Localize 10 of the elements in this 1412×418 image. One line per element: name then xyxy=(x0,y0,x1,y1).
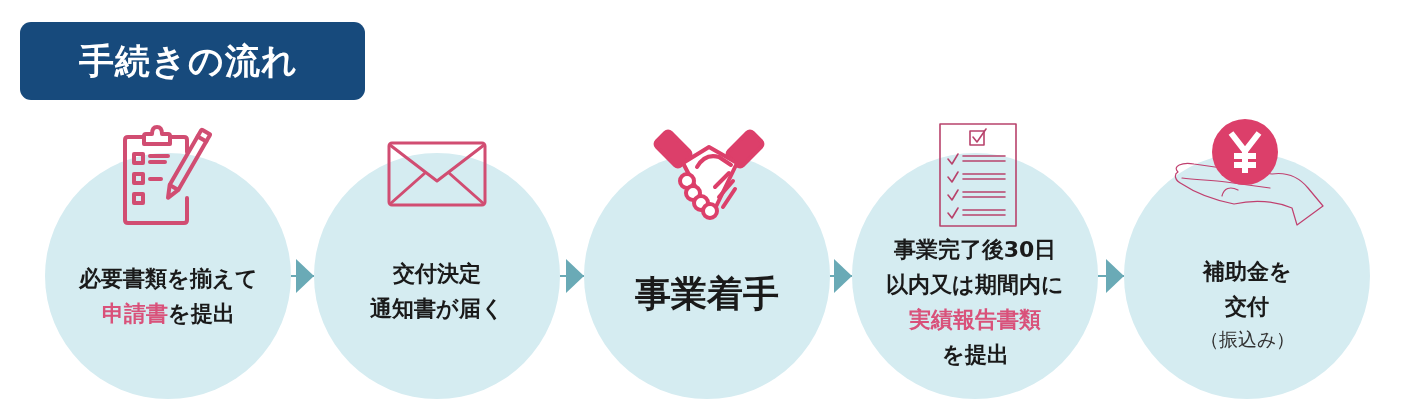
step-text: 事業着手 xyxy=(635,272,779,317)
title-banner: 手続きの流れ xyxy=(20,22,365,100)
arrow xyxy=(290,259,315,293)
arrow xyxy=(829,259,853,293)
step-text: 補助金を交付 xyxy=(1202,257,1292,321)
step-note: （振込み） xyxy=(1199,327,1295,352)
arrow xyxy=(559,259,585,293)
step-text: 交付決定通知書が届く xyxy=(370,259,504,323)
step-text: 必要書類を揃えて申請書を提出 xyxy=(78,264,258,328)
step-text: 事業完了後30日以内又は期間内に実績報告書類を提出 xyxy=(886,235,1064,370)
